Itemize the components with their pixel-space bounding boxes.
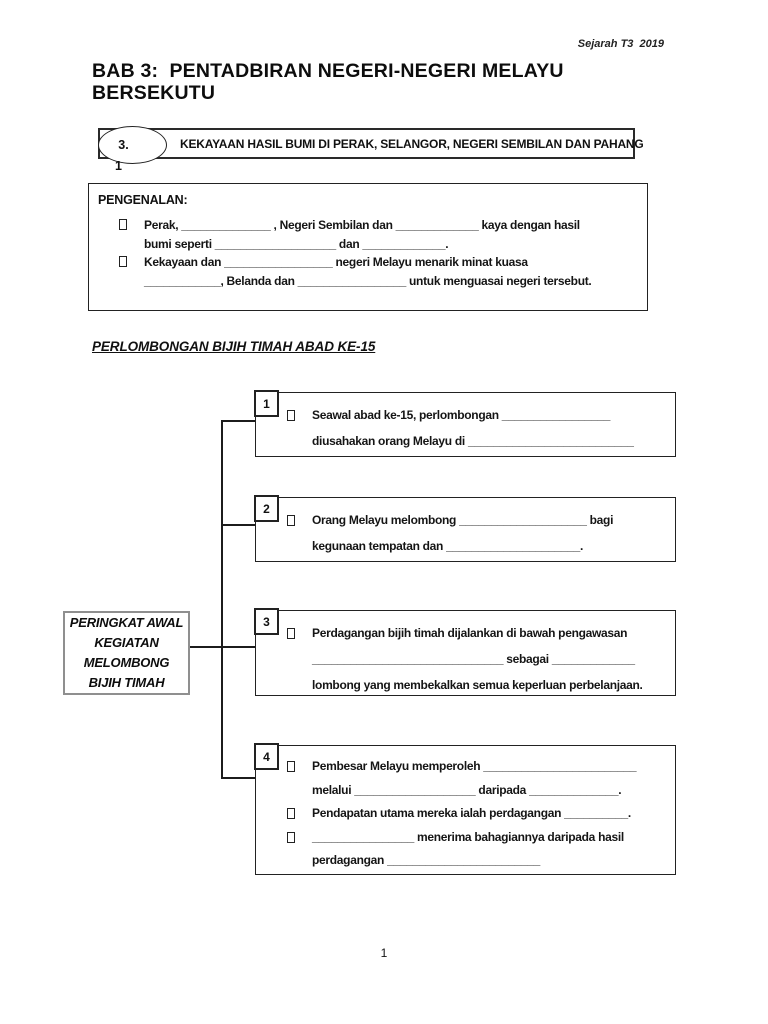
box-line-text: Pendapatan utama mereka ialah perdaganga… <box>312 806 631 820</box>
intro-heading: PENGENALAN: <box>98 193 188 207</box>
box-line: ______________________________ sebagai _… <box>287 646 669 672</box>
box-number-tab: 2 <box>254 495 279 522</box>
box-line: kegunaan tempatan dan __________________… <box>287 533 669 559</box>
box-line-text: lombong yang membekalkan semua keperluan… <box>312 678 643 692</box>
checkbox-bullet-icon <box>287 808 295 819</box>
section-title-label: KEKAYAAN HASIL BUMI DI PERAK, SELANGOR, … <box>180 136 644 151</box>
root-label-line: BIJIH TIMAH <box>88 675 165 690</box>
page-number: 1 <box>380 946 388 960</box>
header-meta: Sejarah T3 2019 <box>577 38 664 50</box>
box-line-text: Perdagangan bijih timah dijalankan di ba… <box>312 626 628 640</box>
section-title-box: 3. 1 KEKAYAAN HASIL BUMI DI PERAK, SELAN… <box>98 126 644 173</box>
box-line: melalui ___________________ daripada ___… <box>287 779 669 803</box>
box-line-text: Pembesar Melayu memperoleh _____________… <box>312 759 637 773</box>
intro-continuation-line: bumi seperti ___________________ dan ___… <box>89 235 647 254</box>
numbered-box-4: 4 Pembesar Melayu memperoleh ___________… <box>254 743 676 875</box>
box-line: Perdagangan bijih timah dijalankan di ba… <box>287 620 669 646</box>
page-title-line2: BERSEKUTU <box>92 81 216 104</box>
intro-line-text: Kekayaan dan _________________ negeri Me… <box>144 255 528 269</box>
checkbox-bullet-icon <box>287 410 295 421</box>
intro-line-text: bumi seperti ___________________ dan ___… <box>144 236 449 251</box>
box-line: Seawal abad ke-15, perlombongan ________… <box>287 402 669 428</box>
box-line: ________________ menerima bahagiannya da… <box>287 826 669 850</box>
box-line-text: diusahakan orang Melayu di _____________… <box>312 434 634 448</box>
box-line-text: kegunaan tempatan dan __________________… <box>312 539 583 553</box>
intro-line-text: ____________, Belanda dan ______________… <box>144 273 592 288</box>
branch-line-4 <box>221 777 255 779</box>
box-number-tab: 3 <box>254 608 279 635</box>
box-line: Orang Melayu melombong _________________… <box>287 507 669 533</box>
intro-continuation-line: ____________, Belanda dan ______________… <box>89 272 647 291</box>
numbered-box-2: 2 Orang Melayu melombong _______________… <box>254 495 676 562</box>
branch-line-1 <box>221 420 255 422</box>
intro-box: PENGENALAN: Perak, ______________ , Nege… <box>88 183 648 311</box>
section-number-badge: 3. <box>98 126 167 164</box>
box-number-tab: 1 <box>254 390 279 417</box>
trunk-line <box>221 420 223 779</box>
checkbox-bullet-icon <box>287 628 295 639</box>
box-line: diusahakan orang Melayu di _____________… <box>287 428 669 454</box>
root-label-line: KEGIATAN <box>94 635 159 650</box>
box-number-tab: 4 <box>254 743 279 770</box>
numbered-box-1: 1 Seawal abad ke-15, perlombongan ______… <box>254 390 676 457</box>
box-line-text: melalui ___________________ daripada ___… <box>312 782 622 797</box>
intro-line-text: Perak, ______________ , Negeri Sembilan … <box>144 218 580 232</box>
intro-bullet-line: Kekayaan dan _________________ negeri Me… <box>89 253 647 272</box>
box-line: lombong yang membekalkan semua keperluan… <box>287 672 669 698</box>
page-title-line1: BAB 3: PENTADBIRAN NEGERI-NEGERI MELAYU <box>92 60 564 82</box>
box-line: Pendapatan utama mereka ialah perdaganga… <box>287 802 669 826</box>
checkbox-bullet-icon <box>287 761 295 772</box>
box-line-text: ________________ menerima bahagiannya da… <box>312 829 624 844</box>
checkbox-bullet-icon <box>287 515 295 526</box>
section-number-top: 3. <box>118 138 129 152</box>
box-line: perdagangan ________________________ <box>287 849 669 873</box>
box-line-text: perdagangan ________________________ <box>312 853 541 867</box>
section-number-sub: 1 <box>115 159 122 173</box>
subheading-title: PERLOMBONGAN BIJIH TIMAH ABAD KE-15 <box>92 339 376 354</box>
checkbox-bullet-icon <box>119 219 127 230</box>
checkbox-bullet-icon <box>119 256 127 267</box>
box-line-text: Orang Melayu melombong _________________… <box>312 513 614 527</box>
root-label-line: PERINGKAT AWAL <box>69 615 184 630</box>
branch-line-3 <box>189 646 255 648</box>
root-label-box: PERINGKAT AWAL KEGIATAN MELOMBONG BIJIH … <box>63 611 190 695</box>
numbered-box-3: 3 Perdagangan bijih timah dijalankan di … <box>254 608 676 698</box>
intro-bullet-line: Perak, ______________ , Negeri Sembilan … <box>89 216 647 235</box>
box-line: Pembesar Melayu memperoleh _____________… <box>287 755 669 779</box>
box-line-text: ______________________________ sebagai _… <box>312 652 635 666</box>
root-label-line: MELOMBONG <box>83 655 170 670</box>
branch-line-2 <box>221 524 255 526</box>
checkbox-bullet-icon <box>287 831 295 843</box>
box-line-text: Seawal abad ke-15, perlombongan ________… <box>312 408 611 422</box>
